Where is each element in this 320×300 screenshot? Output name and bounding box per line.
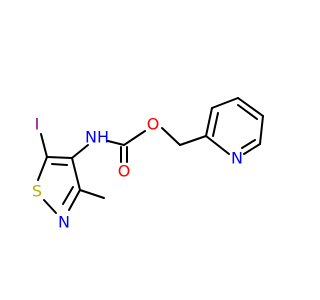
isothiazole-ring [37, 156, 81, 214]
atom-sulfur: S [32, 182, 42, 201]
atom-ring-nitrogen: N [58, 213, 70, 232]
bond-c3-c4 [71, 157, 81, 191]
bond-carbonyl-ester-o [123, 130, 146, 146]
bond-c5-s1 [37, 156, 48, 181]
bond-nh-carbonyl [107, 140, 125, 146]
bond-c3-methyl [79, 189, 105, 199]
atom-carbonyl-oxygen: O [118, 162, 131, 181]
bond-py-c6-n-double [241, 139, 256, 149]
bond-c5-iodine [40, 133, 48, 158]
bond-c4-c5 [46, 156, 73, 159]
bond-n2-c3-double [62, 186, 74, 205]
bond-py-c4-c5-double [237, 104, 258, 120]
bond-s1-n2 [43, 199, 57, 214]
atom-pyridine-nitrogen: N [231, 149, 243, 168]
atom-amide-nh: NH [85, 128, 109, 147]
molecule-structure: I S N NH O O N [32, 97, 264, 232]
bond-py-c3-c4 [211, 97, 239, 109]
bond-py-c5-c6 [259, 115, 264, 145]
bond-ester-o-ch2 [161, 127, 181, 146]
bond-py-c6-n [243, 143, 261, 155]
bond-py-n-c2 [205, 135, 230, 155]
atom-iodine: I [35, 115, 40, 134]
atom-ester-oxygen: O [147, 115, 160, 134]
bond-c4-c5-double [51, 163, 68, 166]
bond-ch2-pyridine [179, 135, 207, 146]
bond-py-c4-c5 [237, 97, 264, 117]
bond-py-c2-c3-double [212, 112, 219, 137]
pyridine-ring [205, 97, 264, 155]
bond-py-c2-c3 [205, 107, 213, 137]
bond-n2-c3 [68, 189, 81, 211]
bond-c4-nh [71, 144, 89, 159]
